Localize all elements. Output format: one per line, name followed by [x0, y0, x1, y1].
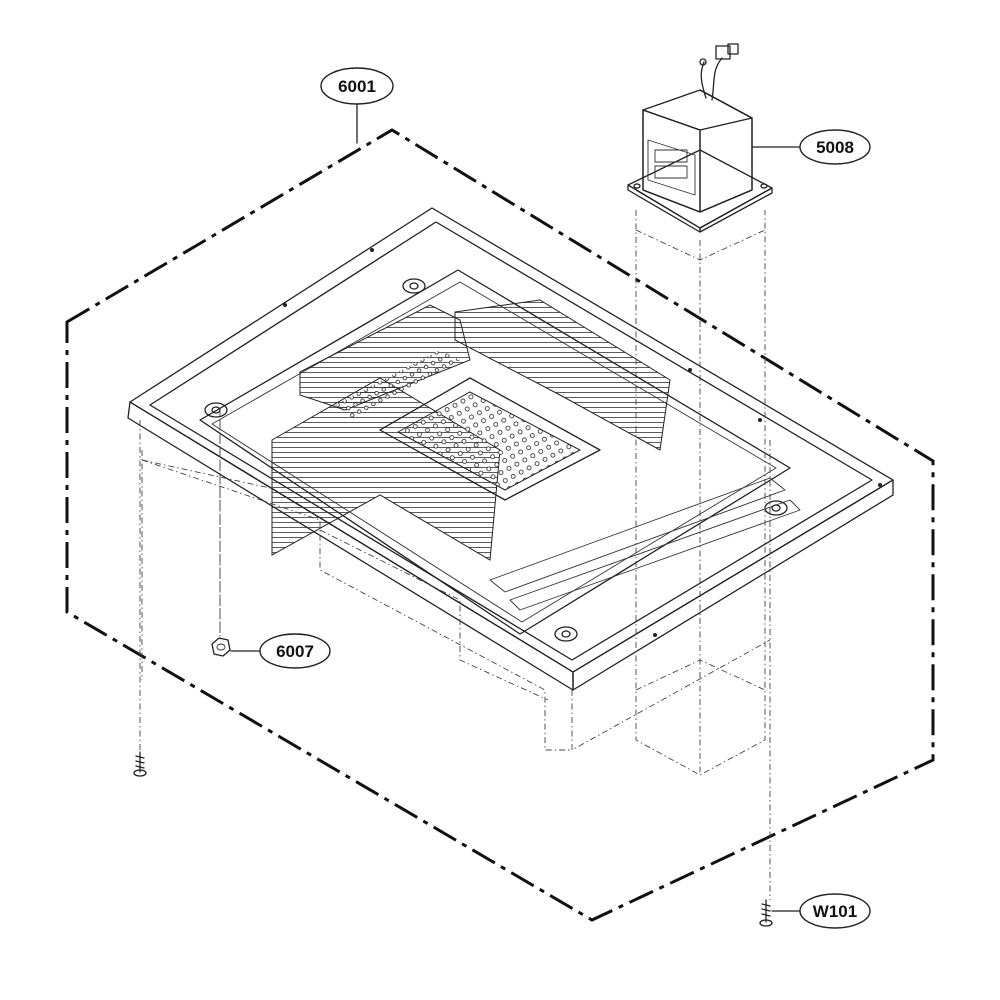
screw-left	[133, 420, 147, 777]
callout-6007-label: 6007	[276, 642, 314, 661]
base-plate	[127, 207, 894, 691]
callout-6001-label: 6001	[338, 77, 376, 96]
callout-6007[interactable]: 6007	[259, 633, 331, 669]
callout-5008[interactable]: 5008	[799, 129, 871, 165]
callout-5008-label: 5008	[816, 138, 854, 157]
high-voltage-transformer	[627, 43, 773, 233]
callout-6001[interactable]: 6001	[320, 67, 394, 105]
underside-hidden-lines	[141, 210, 771, 900]
nut-6007	[211, 420, 231, 657]
vent-slots-top-left	[299, 304, 471, 411]
callout-w101[interactable]: W101	[799, 893, 871, 929]
screw-w101	[759, 899, 773, 927]
assembly-boundary	[65, 128, 935, 922]
callout-w101-label: W101	[813, 902, 857, 921]
center-grille	[379, 377, 601, 501]
